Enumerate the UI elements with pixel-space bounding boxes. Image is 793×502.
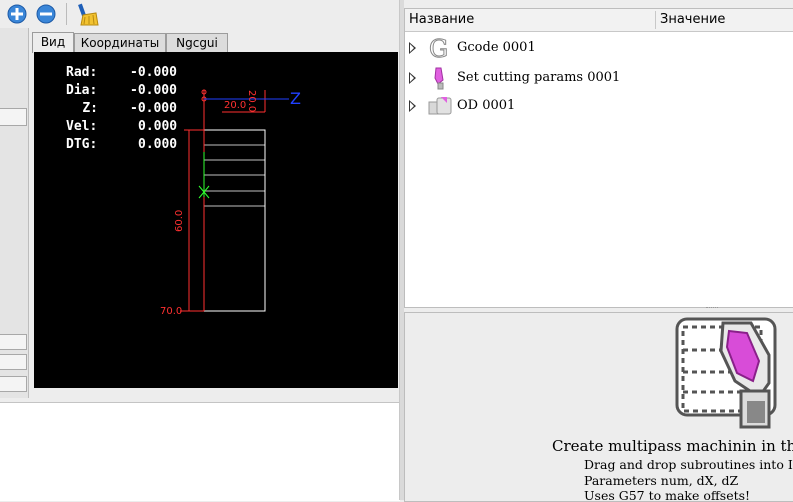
dro-label-z: Z: (82, 101, 98, 116)
x-axis-marker (198, 185, 210, 199)
pane-grip[interactable] (706, 307, 718, 310)
tab-ngcgui[interactable]: Ngcgui (166, 33, 228, 52)
dro-label-dtg: DTG: (66, 137, 98, 152)
tree-item-label: Set cutting params 0001 (457, 70, 621, 85)
dro-value-dia: -0.000 (130, 83, 177, 98)
side-input[interactable] (0, 108, 27, 126)
minus-icon[interactable] (35, 3, 57, 25)
preview-drawing (180, 89, 289, 312)
tree-item-cutting-params[interactable]: Set cutting params 0001 (405, 65, 793, 91)
cutting-tool-icon (427, 66, 451, 90)
side-button-1[interactable] (0, 334, 27, 350)
expand-icon[interactable] (409, 42, 416, 54)
tab-coordinates[interactable]: Координаты (74, 33, 166, 52)
tree-item-label: OD 0001 (457, 98, 516, 113)
dro-label-rad: Rad: (66, 65, 98, 80)
tree-item-od[interactable]: OD 0001 (405, 93, 793, 119)
plus-icon[interactable] (6, 3, 28, 25)
toolbar-separator (66, 3, 67, 25)
dro-value-dtg: 0.000 (138, 137, 178, 152)
description-panel: Create multipass machinin in the de Drag… (404, 312, 793, 502)
expand-icon[interactable] (409, 100, 416, 112)
dro-value-rad: -0.000 (130, 65, 177, 80)
side-controls-panel (0, 28, 29, 398)
subroutine-tree: Название Значение G Gcode 0001 Set cutti… (404, 8, 793, 308)
dimension-lines (180, 89, 266, 312)
description-title: Create multipass machinin in the de (552, 437, 793, 455)
dro-value-z: -0.000 (130, 101, 177, 116)
side-button-2[interactable] (0, 354, 27, 370)
stock-outline (203, 129, 266, 312)
z-axis-label: Z (290, 89, 301, 108)
expand-icon[interactable] (409, 72, 416, 84)
dimension-label-20-horizontal: 20.0 (224, 100, 247, 111)
tree-header: Название Значение (405, 9, 793, 32)
tree-item-gcode[interactable]: G Gcode 0001 (405, 35, 793, 64)
dro-value-vel: 0.000 (138, 119, 178, 134)
description-line-1: Drag and drop subroutines into Iter (584, 457, 793, 472)
toolpath-preview[interactable]: Rad: -0.000 Dia: -0.000 Z: -0.000 Vel: 0… (34, 52, 398, 388)
column-divider[interactable] (655, 11, 656, 29)
panel-splitter[interactable] (399, 0, 404, 500)
multipass-tool-icon (675, 317, 781, 429)
column-name-header[interactable]: Название (409, 12, 475, 27)
description-line-2: Parameters num, dX, dZ (584, 473, 739, 488)
left-bottom-panel (0, 402, 400, 501)
dro-label-dia: Dia: (66, 83, 98, 98)
toolbar (0, 0, 400, 28)
side-button-3[interactable] (0, 376, 27, 392)
g-letter-icon: G (427, 35, 451, 64)
svg-text:G: G (429, 36, 448, 60)
dro-label-vel: Vel: (66, 119, 98, 134)
broom-icon[interactable] (76, 3, 99, 26)
dimension-label-60: 60.0 (174, 209, 185, 232)
column-value-header[interactable]: Значение (660, 12, 726, 27)
tree-item-label: Gcode 0001 (457, 40, 536, 55)
od-turning-icon (427, 94, 452, 118)
description-line-3: Uses G57 to make offsets! (584, 488, 751, 502)
pass-lines (204, 144, 265, 207)
dimension-label-20-vertical: 20.0 (246, 90, 257, 113)
tab-view[interactable]: Вид (32, 32, 74, 53)
dimension-label-70: 70.0 (160, 306, 183, 317)
